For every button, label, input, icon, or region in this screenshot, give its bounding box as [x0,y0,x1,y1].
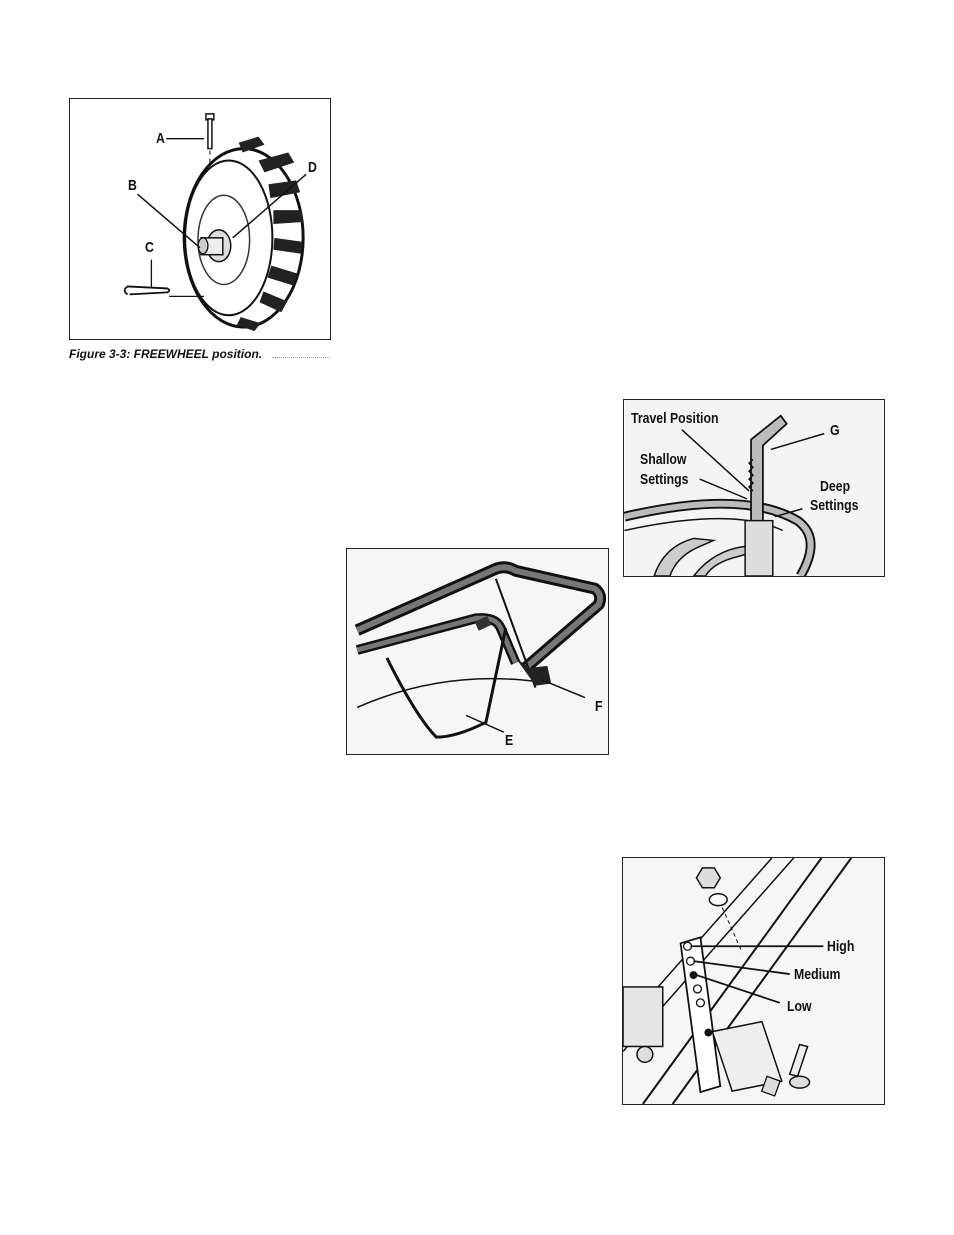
handle-height-figure: High Medium Low [622,857,885,1105]
height-low-label: Low [787,998,812,1017]
freewheel-illustration [70,99,330,339]
caption-dotted-rule [272,355,330,358]
freewheel-label-d: D [308,159,317,178]
handle-illustration [347,549,608,754]
handle-label-e: E [505,732,513,751]
depth-bar-figure: Travel Position G Shallow Settings Deep … [623,399,885,577]
freewheel-figure: A B D C [69,98,331,340]
depth-travel-position-label: Travel Position [631,410,718,429]
freewheel-label-c: C [145,239,154,258]
height-high-label: High [827,938,854,957]
freewheel-label-a: A [156,130,165,149]
freewheel-figure-caption: Figure 3-3: FREEWHEEL position. [69,347,262,361]
depth-shallow-label-1: Shallow [640,451,686,470]
handle-label-f: F [595,698,603,717]
height-medium-label: Medium [794,966,840,985]
depth-deep-label-1: Deep [820,478,850,497]
handle-height-illustration [623,858,884,1104]
freewheel-label-b: B [128,177,137,196]
depth-label-g: G [830,422,840,441]
handle-figure: F E [346,548,609,755]
depth-shallow-label-2: Settings [640,471,689,490]
depth-deep-label-2: Settings [810,497,859,516]
